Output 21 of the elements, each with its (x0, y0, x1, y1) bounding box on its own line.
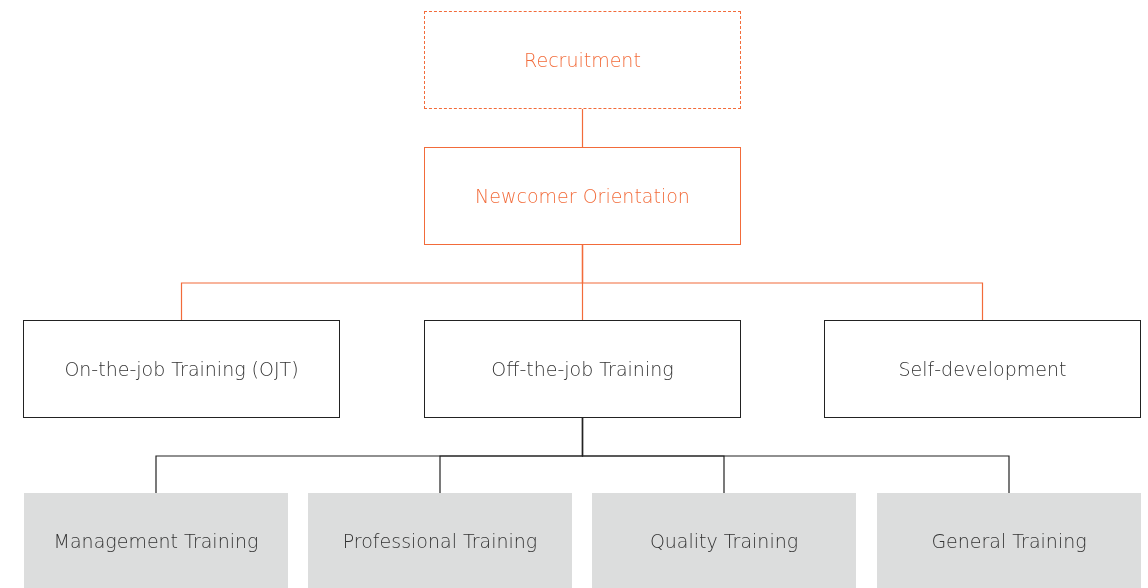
process-box (592, 493, 856, 588)
node-label: On-the-job Training (OJT) (64, 358, 299, 380)
dashed-box (424, 11, 741, 109)
process-box (877, 493, 1141, 588)
connector-line (581, 244, 984, 321)
process-box (23, 320, 340, 418)
connector-line (581, 108, 584, 148)
node-label: Self-development (898, 358, 1067, 380)
process-box (24, 493, 288, 588)
process-box (308, 493, 572, 588)
node-label: Professional Training (342, 529, 538, 552)
node-label: General Training (931, 529, 1087, 552)
node-label: Recruitment (524, 49, 641, 71)
connector-line (581, 417, 1010, 494)
process-box (424, 320, 741, 418)
node-label: Management Training (53, 529, 259, 552)
node-label: Quality Training (649, 529, 799, 552)
process-box (824, 320, 1141, 418)
node-label: Newcomer Orientation (475, 185, 690, 207)
node-label: Off-the-job Training (491, 358, 674, 380)
process-box (424, 147, 741, 245)
